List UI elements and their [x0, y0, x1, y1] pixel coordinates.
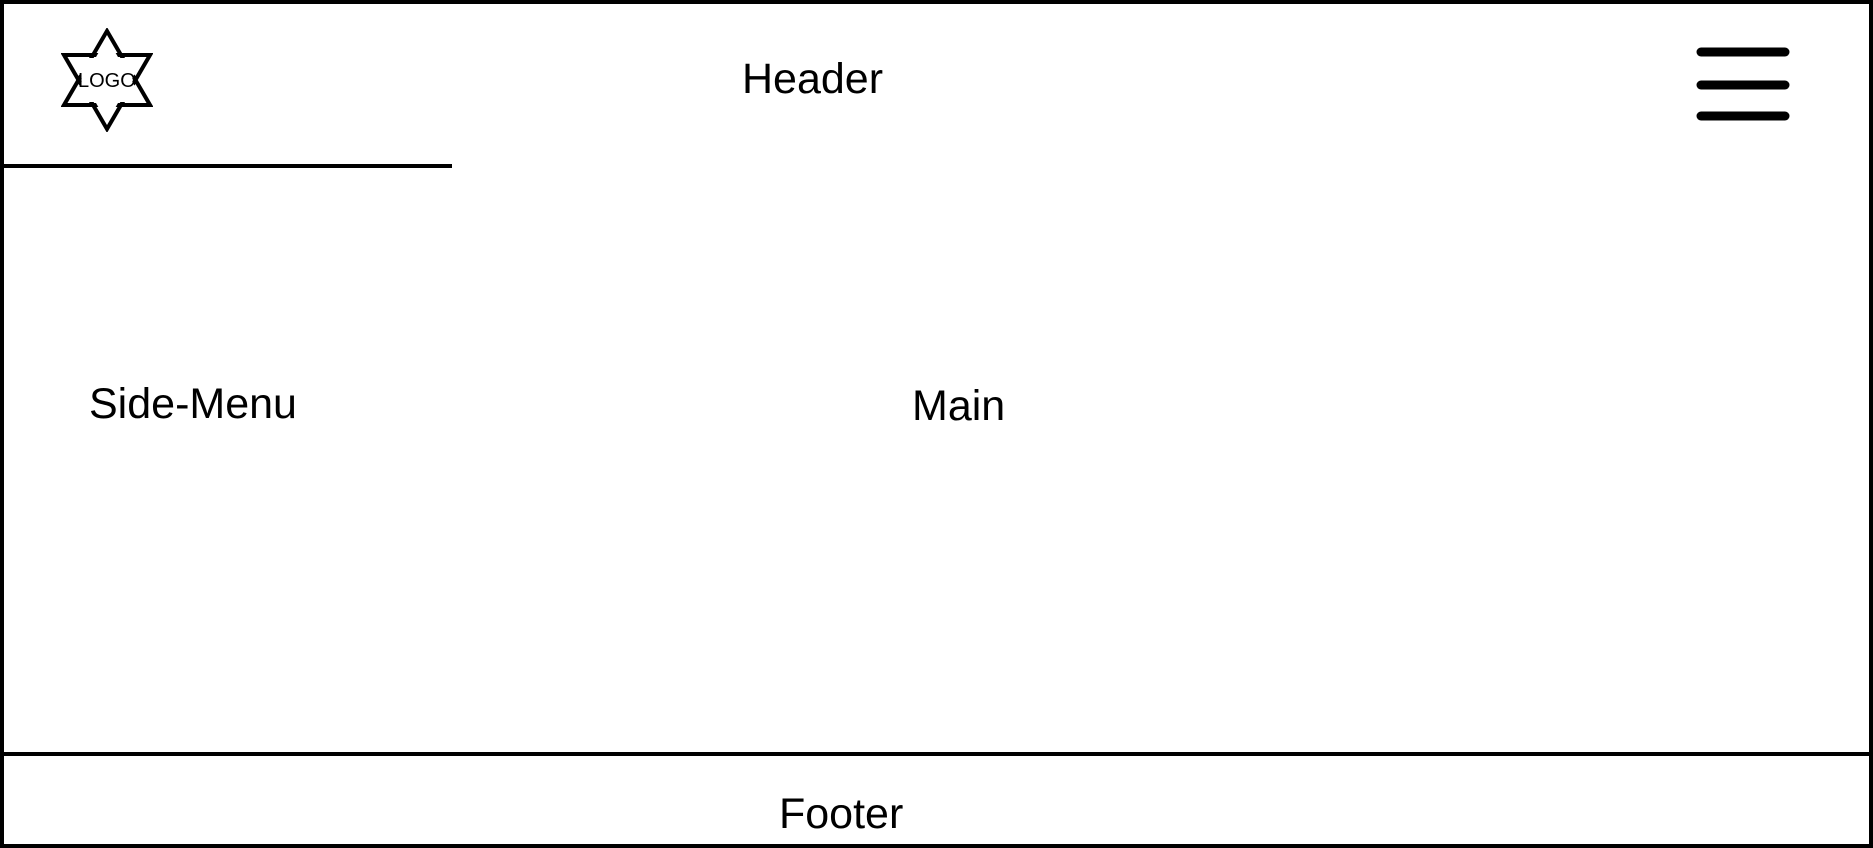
header-region [0, 0, 1873, 170]
logo-text: LOGO [78, 70, 136, 92]
star-of-david-icon [61, 28, 153, 132]
footer-title: Footer [779, 790, 904, 838]
side-menu-title: Side-Menu [89, 380, 297, 428]
main-title: Main [912, 382, 1006, 430]
hamburger-menu-icon[interactable] [1696, 46, 1790, 124]
side-menu-region [0, 164, 458, 758]
header-title: Header [742, 55, 884, 103]
footer-region [0, 752, 1873, 848]
main-region [452, 164, 1873, 758]
logo[interactable] [61, 28, 153, 132]
